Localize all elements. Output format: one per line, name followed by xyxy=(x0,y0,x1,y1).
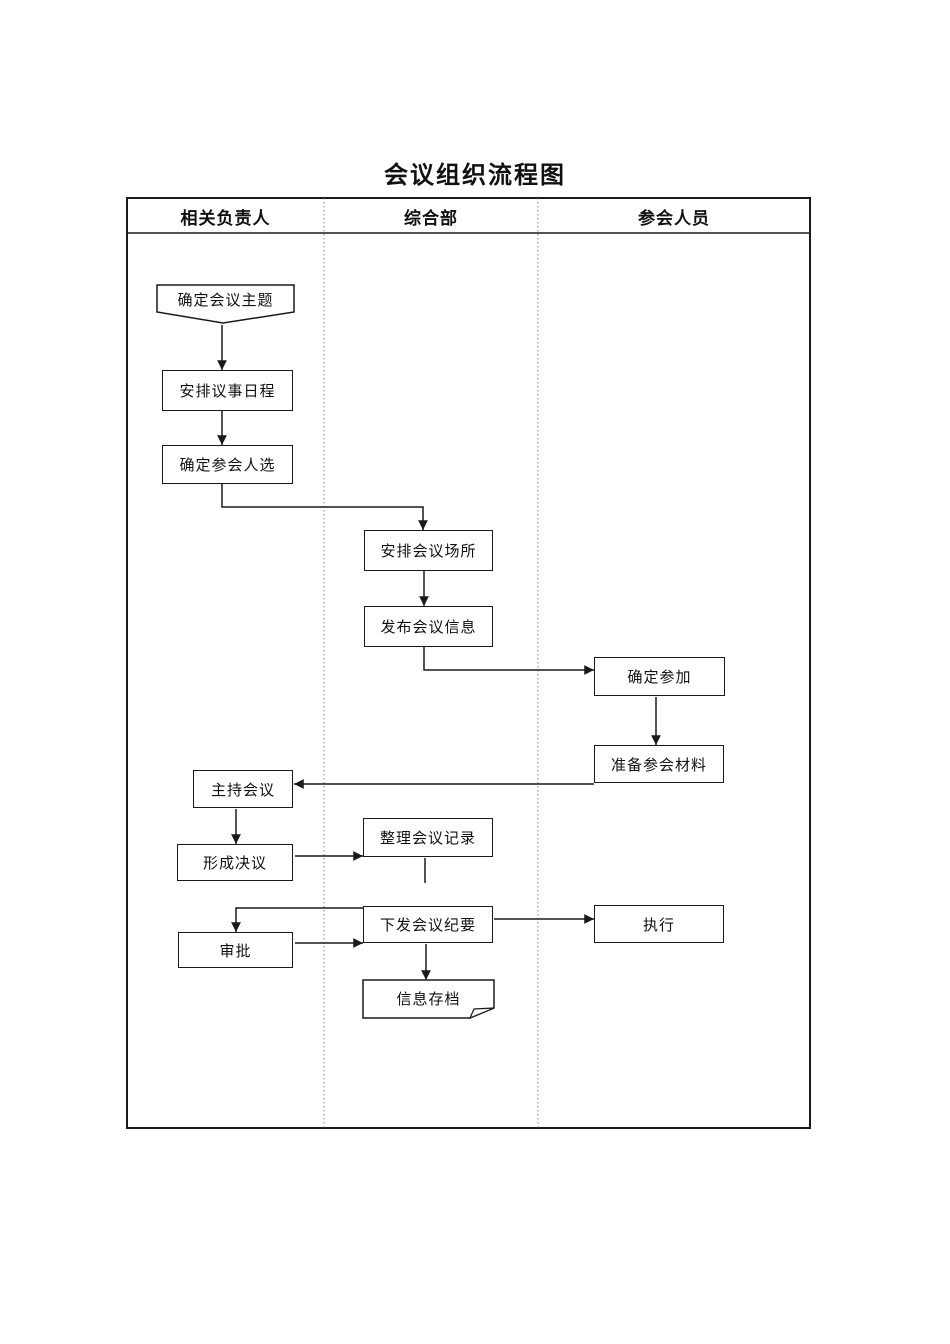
node-execute: 执行 xyxy=(594,905,724,943)
lane-header-general-dept: 综合部 xyxy=(404,209,458,228)
node-publish-info: 发布会议信息 xyxy=(364,606,493,647)
table-border xyxy=(126,197,811,1129)
connector-attendees-to-venue xyxy=(221,484,428,530)
page-title: 会议组织流程图 xyxy=(384,162,566,189)
connector-issue-to-approval xyxy=(231,907,363,932)
pennant-shape-determine-topic xyxy=(156,284,295,324)
connector-publish-to-confirm xyxy=(423,647,594,675)
node-confirm-attendance: 确定参加 xyxy=(594,657,725,696)
node-approval: 审批 xyxy=(178,932,293,968)
node-form-resolution: 形成决议 xyxy=(177,844,293,881)
node-arrange-agenda: 安排议事日程 xyxy=(162,370,293,411)
node-issue-minutes: 下发会议纪要 xyxy=(363,906,493,943)
node-determine-topic: 确定会议主题 xyxy=(177,291,274,309)
node-host-meeting: 主持会议 xyxy=(193,770,293,808)
lane-header-participants: 参会人员 xyxy=(638,209,710,228)
node-determine-attendees: 确定参会人选 xyxy=(162,445,293,484)
lane-header-responsible: 相关负责人 xyxy=(180,209,271,228)
node-arrange-venue: 安排会议场所 xyxy=(364,530,493,571)
document-fold-corner xyxy=(468,1007,495,1020)
node-prepare-materials: 准备参会材料 xyxy=(594,745,724,783)
node-archive-info: 信息存档 xyxy=(396,990,461,1008)
node-organize-minutes: 整理会议记录 xyxy=(363,818,493,857)
